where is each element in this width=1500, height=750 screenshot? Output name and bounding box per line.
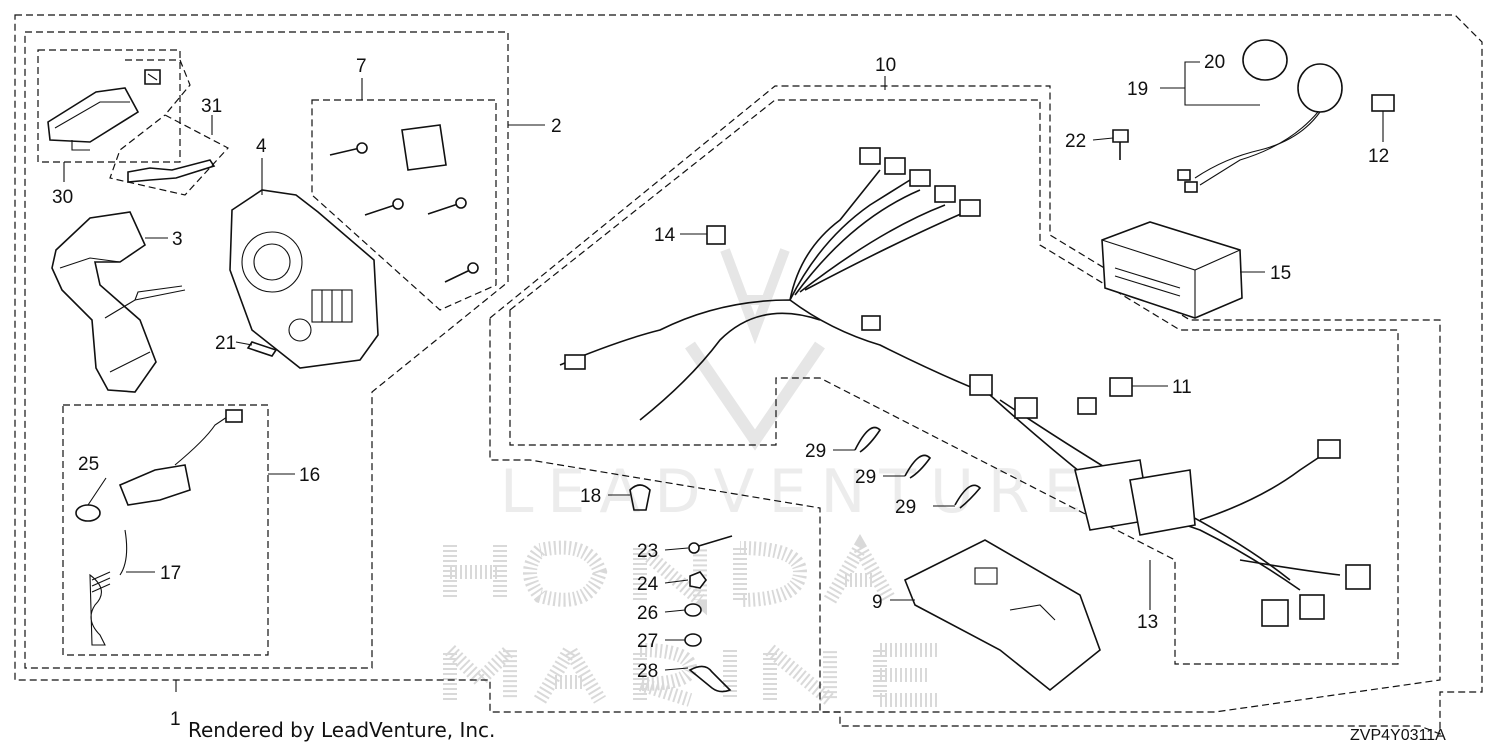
callout-16: 16 (299, 465, 320, 486)
part-10-harness (559, 147, 1371, 627)
part-29-clips (854, 426, 982, 509)
callout-31: 31 (201, 96, 222, 117)
callout-3: 3 (172, 229, 183, 250)
part-7-hardware (329, 124, 479, 283)
footer-credit: Rendered by LeadVenture, Inc. (188, 718, 495, 742)
callout-22: 22 (1065, 131, 1086, 152)
callout-10: 10 (875, 55, 896, 76)
callout-24: 24 (637, 574, 659, 595)
callout-25: 25 (78, 454, 99, 475)
part-31-screw (144, 69, 161, 85)
callout-17: 17 (160, 563, 181, 584)
callout-26: 26 (637, 603, 658, 624)
part-18-clip (629, 484, 651, 511)
callout-29a: 29 (805, 441, 826, 462)
callout-23: 23 (637, 541, 658, 562)
callout-12: 12 (1368, 146, 1389, 167)
watermark-brand: LEADVENTURE (500, 457, 1096, 527)
callout-14: 14 (654, 225, 676, 246)
callout-29c: 29 (895, 497, 916, 518)
callout-27: 27 (637, 631, 658, 652)
callout-29b: 29 (855, 467, 876, 488)
part-22-screw (1112, 129, 1129, 160)
callout-1: 1 (170, 709, 181, 730)
leader-lines (63, 61, 1384, 692)
diagram-code: ZVP4Y0311A (1350, 727, 1446, 744)
callout-2: 2 (551, 116, 562, 137)
callout-30: 30 (52, 187, 73, 208)
callout-4: 4 (256, 136, 267, 157)
callouts: 1 2 3 4 7 9 10 11 12 13 14 15 16 17 18 1… (52, 52, 1389, 730)
callout-18: 18 (580, 486, 601, 507)
callout-15: 15 (1270, 263, 1291, 284)
callout-13: 13 (1137, 612, 1158, 633)
connectors (706, 94, 1395, 397)
callout-11: 11 (1172, 377, 1192, 398)
part-3-grip (51, 211, 186, 393)
watermark: LEADVENTURE (443, 248, 1096, 715)
hardware-stack (684, 535, 733, 693)
part-4-control-box (229, 189, 379, 369)
assembly-outlines (14, 14, 1483, 735)
part-21-pin (246, 341, 278, 357)
callout-19: 19 (1127, 79, 1148, 100)
callout-9: 9 (872, 592, 883, 613)
part-9-bracket (903, 539, 1101, 692)
part-31-bracket (127, 159, 216, 183)
part-19-sensor (1177, 39, 1343, 193)
part-30-cover (47, 87, 140, 151)
callout-28: 28 (637, 661, 658, 682)
part-16-switch (75, 409, 243, 646)
part-15-module (1101, 221, 1243, 319)
callout-7: 7 (356, 56, 367, 77)
callout-20: 20 (1204, 52, 1225, 73)
callout-21: 21 (215, 333, 236, 354)
